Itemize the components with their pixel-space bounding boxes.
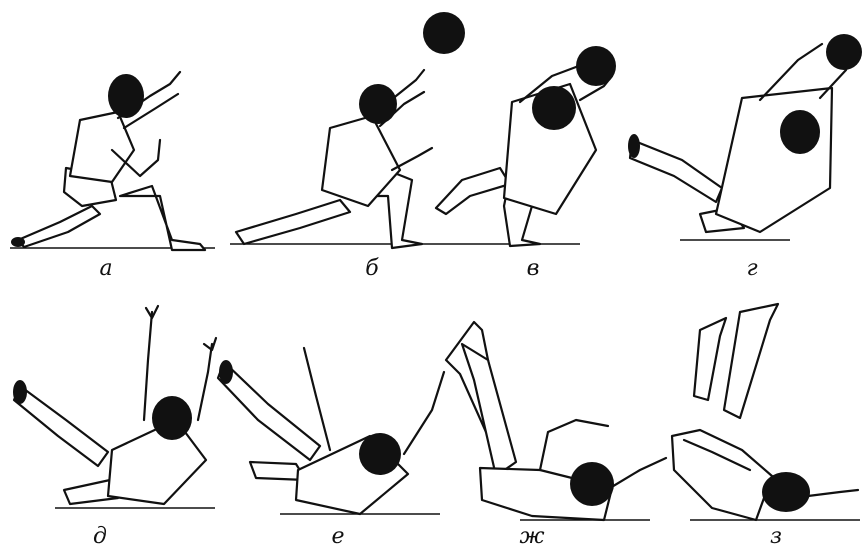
label-z: з	[770, 526, 782, 548]
figure-z	[672, 304, 860, 520]
label-d: д	[93, 526, 107, 548]
label-v: в	[527, 258, 540, 280]
label-e: е	[331, 526, 344, 548]
figure-b	[230, 70, 432, 248]
figure-zh	[446, 322, 666, 520]
label-b: б	[365, 258, 378, 280]
figure-a	[10, 72, 215, 250]
figure-d	[13, 306, 216, 508]
label-a: а	[99, 258, 112, 280]
figure-v	[430, 46, 616, 246]
label-zh: ж	[519, 526, 544, 548]
ball-icon	[423, 12, 465, 54]
label-g: г	[746, 258, 757, 280]
figure-e	[218, 348, 444, 514]
figure-g	[628, 34, 862, 240]
